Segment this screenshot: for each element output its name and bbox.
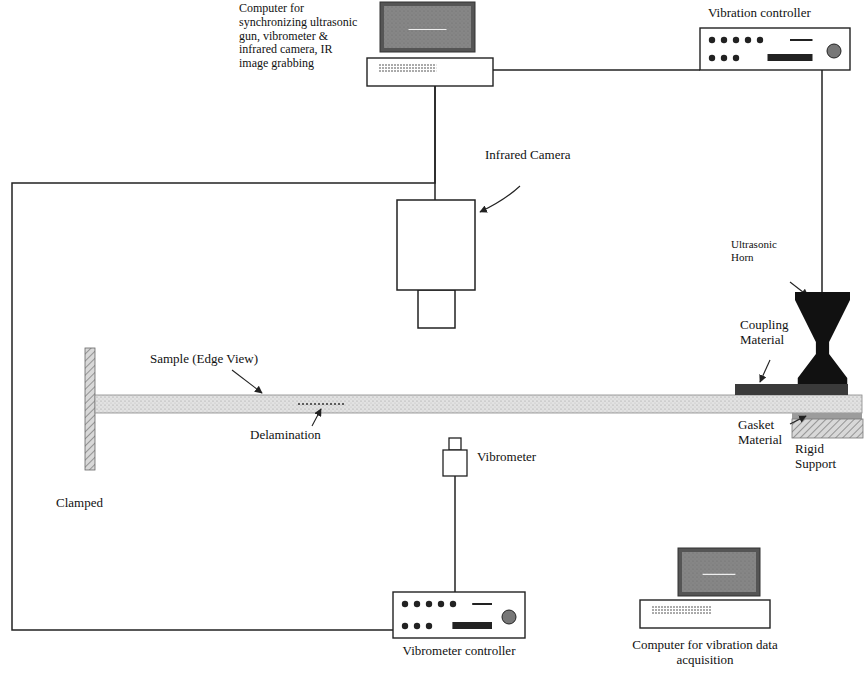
device-label: Vibrometer controller bbox=[399, 644, 519, 659]
signal-wire bbox=[821, 70, 823, 292]
vibrometer-head-shape bbox=[443, 438, 467, 476]
rigid-support bbox=[792, 419, 863, 438]
sync-computer: Computer for synchronizing ultrasonic gu… bbox=[367, 2, 493, 86]
device-label: Ultrasonic Horn bbox=[731, 238, 797, 263]
vibrometer-controller-shape bbox=[393, 592, 525, 638]
vibrometer-controller: Vibrometer controller bbox=[393, 592, 525, 638]
daq-computer-shape bbox=[640, 548, 770, 628]
clamp bbox=[85, 348, 95, 470]
device-label: Computer for vibration data acquisition bbox=[630, 638, 780, 668]
device-label: Vibration controller bbox=[708, 6, 858, 21]
leader-lines bbox=[232, 186, 808, 426]
part-label: Delamination bbox=[250, 428, 360, 443]
part-label: Clamped bbox=[56, 496, 136, 511]
ultrasonic-horn-shape bbox=[795, 292, 850, 384]
daq-computer: Computer for vibration data acquisition bbox=[640, 548, 770, 628]
infrared-camera-shape bbox=[397, 200, 475, 290]
ultrasonic-horn: Ultrasonic Horn bbox=[795, 292, 850, 384]
device-label: Computer for synchronizing ultrasonic gu… bbox=[239, 2, 361, 71]
vibration-controller: Vibration controller bbox=[700, 28, 850, 70]
camera-lens bbox=[418, 290, 455, 328]
signal-wire bbox=[454, 476, 456, 592]
sample-bar bbox=[95, 395, 862, 413]
delamination-mark bbox=[298, 403, 346, 404]
infrared-camera: Infrared Camera bbox=[397, 200, 475, 290]
device-label: Vibrometer bbox=[477, 450, 577, 465]
part-label: Sample (Edge View) bbox=[150, 352, 300, 367]
part-label: Gasket Material bbox=[738, 418, 790, 448]
signal-wire bbox=[12, 86, 435, 630]
part-label: Coupling Material bbox=[740, 318, 796, 348]
vibrometer-head: Vibrometer bbox=[443, 438, 467, 476]
device-label: Infrared Camera bbox=[485, 148, 615, 163]
part-label: Rigid Support bbox=[795, 442, 865, 472]
sync-computer-shape bbox=[367, 2, 493, 86]
signal-wire bbox=[493, 69, 700, 71]
vibration-controller-shape bbox=[700, 28, 850, 70]
coupling-layer bbox=[735, 384, 848, 395]
